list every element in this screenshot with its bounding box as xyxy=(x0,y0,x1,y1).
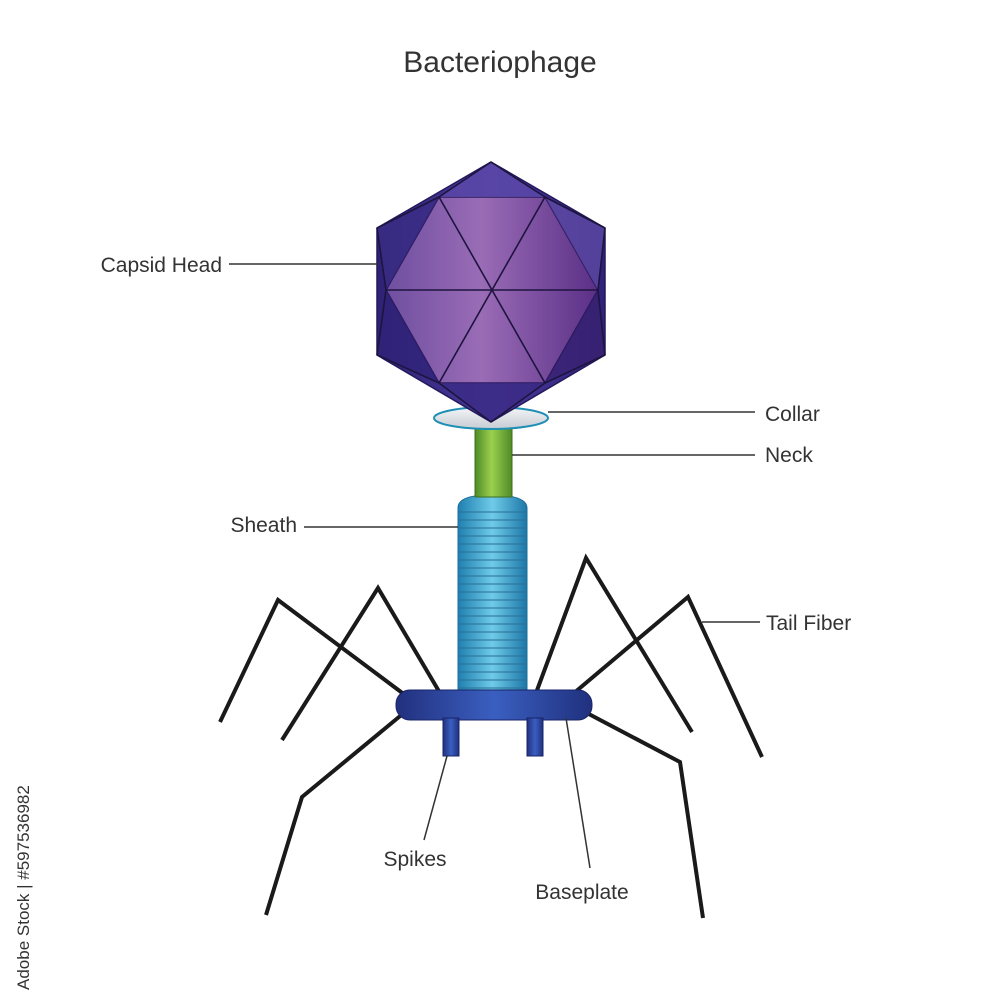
sheath-rings xyxy=(459,511,526,689)
tail-fiber-left-outer xyxy=(218,596,407,723)
spike-right xyxy=(526,717,544,757)
tail-fiber-left-inner xyxy=(280,584,442,742)
tail-fiber-right-lower xyxy=(584,710,705,919)
tail-fiber-right-outer xyxy=(572,593,764,758)
tail-fiber-left-lower xyxy=(264,710,407,916)
spikes xyxy=(442,717,544,757)
neck xyxy=(474,426,513,498)
baseplate xyxy=(395,689,593,721)
tail-fibers xyxy=(218,553,764,919)
baseplate-leader xyxy=(565,717,591,869)
collar-label: Collar xyxy=(765,403,820,426)
diagram-title: Bacteriophage xyxy=(403,46,596,79)
sheath xyxy=(457,494,528,695)
sheath-label: Sheath xyxy=(230,514,297,537)
neck-label: Neck xyxy=(765,444,813,467)
capsid-head xyxy=(376,161,606,423)
spikes-leader xyxy=(423,755,448,841)
baseplate-label: Baseplate xyxy=(535,881,628,904)
spike-left xyxy=(442,717,460,757)
tail-fiber-label: Tail Fiber xyxy=(766,612,851,635)
spikes-label: Spikes xyxy=(383,848,446,871)
stock-id-watermark: Adobe Stock | #597536982 xyxy=(14,785,33,990)
capsid-head-label: Capsid Head xyxy=(101,254,222,277)
tail-fiber-right-inner xyxy=(534,553,694,734)
